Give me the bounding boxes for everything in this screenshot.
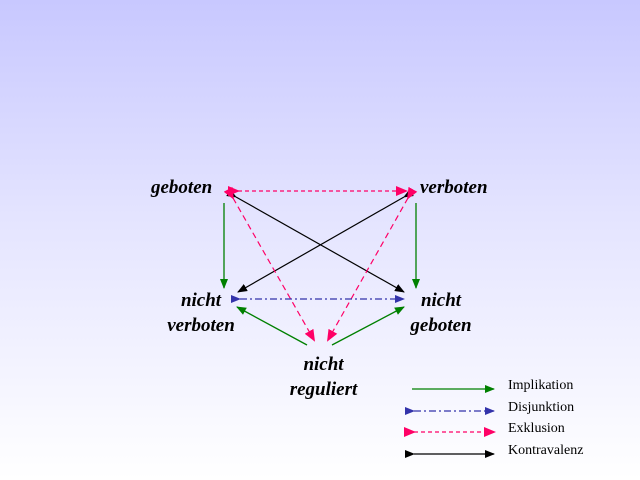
legend-exklusion-label: Exklusion (508, 421, 565, 436)
exclusion-verboten-nicht-reguliert (327, 186, 418, 342)
node-geboten: geboten (151, 175, 212, 200)
node-nicht-verboten: nicht verboten (151, 288, 251, 338)
node-nicht-geboten-line-2: geboten (410, 315, 472, 336)
node-nicht-verboten-line-1: nicht (180, 290, 222, 311)
legend-kontravalenz-label: Kontravalenz (508, 443, 584, 458)
node-nicht-reguliert-line-2: reguliert (289, 379, 358, 400)
node-nicht-reguliert: nicht reguliert (276, 352, 371, 402)
node-geboten-label: geboten (151, 177, 213, 198)
node-verboten-label: verboten (420, 177, 488, 198)
legend-disjunktion-label: Disjunktion (508, 400, 575, 415)
legend-implikation-label: Implikation (508, 378, 574, 393)
node-nicht-geboten-line-1: nicht (420, 290, 462, 311)
node-nicht-reguliert-line-1: nicht (303, 354, 344, 375)
node-verboten: verboten (420, 175, 488, 200)
exclusion-geboten-nicht-reguliert (223, 186, 315, 342)
node-nicht-verboten-line-2: verboten (167, 315, 235, 336)
node-nicht-geboten: nicht geboten (401, 288, 481, 338)
